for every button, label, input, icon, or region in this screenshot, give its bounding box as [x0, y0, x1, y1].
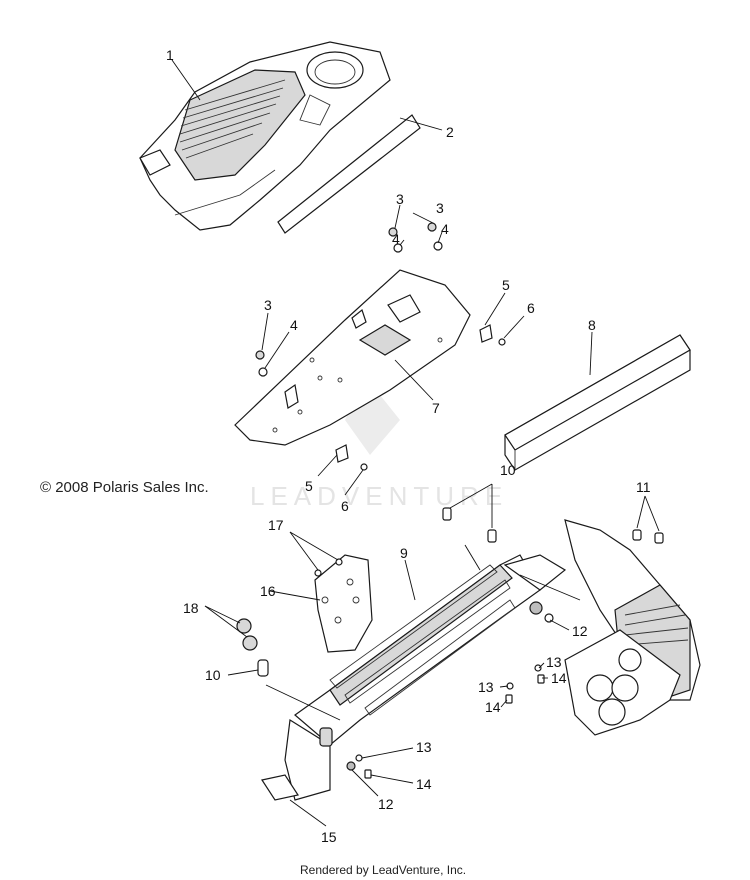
watermark-text: LEADVENTURE [250, 481, 508, 511]
callout-13: 13 [478, 679, 494, 695]
callout-4: 4 [392, 231, 400, 247]
callout-18: 18 [183, 600, 199, 616]
callout-12: 12 [572, 623, 588, 639]
callout-10: 10 [205, 667, 221, 683]
callout-6: 6 [341, 498, 349, 514]
lower-hardware [236, 507, 664, 779]
callout-17: 17 [268, 517, 284, 533]
part-8-foam-block [504, 334, 691, 471]
callout-5: 5 [502, 277, 510, 293]
callout-4: 4 [441, 221, 449, 237]
callout-numbers: 1 2 3 3 4 4 5 6 3 4 7 8 5 6 10 11 17 9 1… [166, 47, 651, 845]
callout-8: 8 [588, 317, 596, 333]
callout-3: 3 [396, 191, 404, 207]
rendered-by-text: Rendered by LeadVenture, Inc. [300, 863, 466, 877]
part-2-panel-strip [277, 114, 421, 234]
callout-6: 6 [527, 300, 535, 316]
callout-5: 5 [305, 478, 313, 494]
callout-14: 14 [551, 670, 567, 686]
callout-10: 10 [500, 462, 516, 478]
callout-13: 13 [546, 654, 562, 670]
callout-15: 15 [321, 829, 337, 845]
part-1-storage-cover [139, 41, 391, 231]
upper-hardware [255, 222, 506, 471]
callout-3: 3 [264, 297, 272, 313]
callout-4: 4 [290, 317, 298, 333]
callout-16: 16 [260, 583, 276, 599]
leadventure-watermark: LEADVENTURE [250, 365, 508, 511]
part-7-mounting-plate [234, 269, 471, 446]
callout-9: 9 [400, 545, 408, 561]
part-9-floor-plate [284, 554, 541, 801]
callout-1: 1 [166, 47, 174, 63]
part-16-bracket [314, 554, 373, 653]
callout-2: 2 [446, 124, 454, 140]
callout-14: 14 [416, 776, 432, 792]
leader-lines [171, 59, 660, 827]
callout-12: 12 [378, 796, 394, 812]
part-15-bracket [261, 774, 299, 801]
copyright-text: © 2008 Polaris Sales Inc. [40, 479, 209, 496]
right-side-panel [503, 519, 701, 736]
callout-14: 14 [485, 699, 501, 715]
callout-3: 3 [436, 200, 444, 216]
callout-7: 7 [432, 400, 440, 416]
callout-13: 13 [416, 739, 432, 755]
callout-11: 11 [636, 479, 651, 495]
